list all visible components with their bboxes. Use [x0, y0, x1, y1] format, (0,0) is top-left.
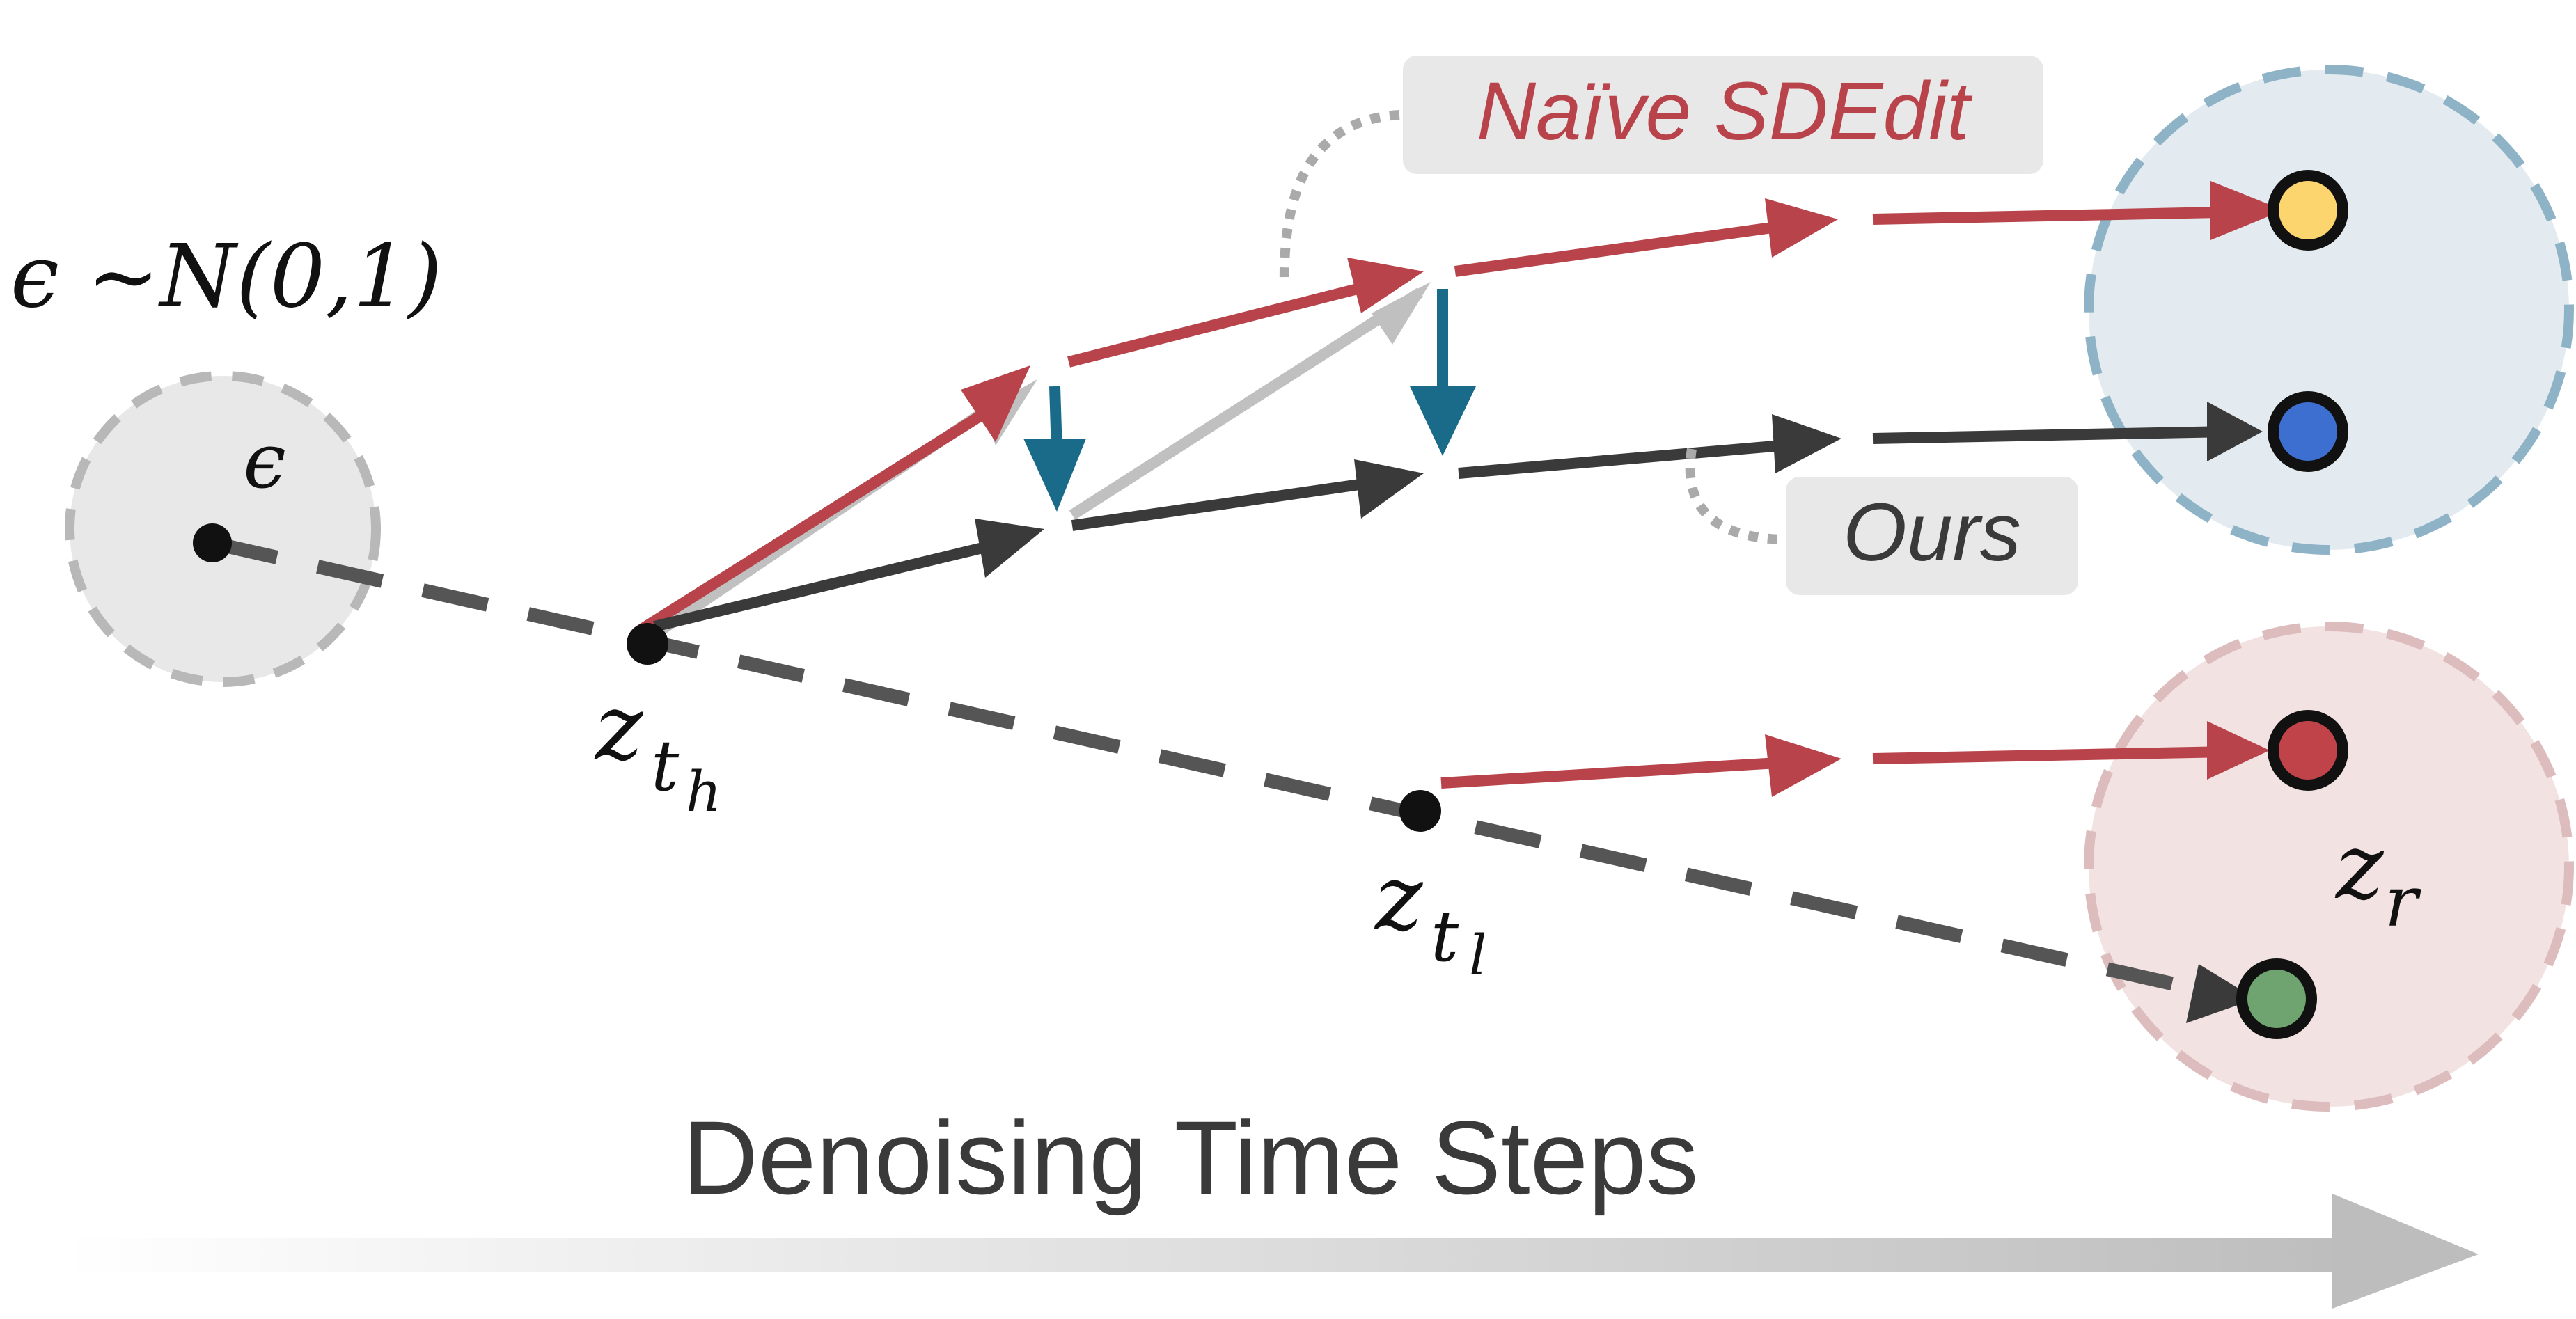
epsilon-label: ϵ — [243, 416, 286, 505]
ours-label: Ours — [1843, 487, 2021, 578]
red-path-segment-4 — [1872, 207, 2222, 225]
svg-text:z: z — [2334, 814, 2385, 919]
epsilon-point — [193, 523, 232, 562]
axis-title: Denoising Time Steps — [682, 1099, 1698, 1216]
time-axis-bar — [63, 1238, 2374, 1272]
gray-path-segment-2 — [1069, 287, 1424, 520]
z-r-label: z r — [2334, 814, 2421, 942]
naive-result-point — [2268, 170, 2348, 251]
red-path-arrowhead-2 — [1347, 258, 1424, 313]
main-trajectory-arrowhead — [2186, 964, 2256, 1023]
svg-text:l: l — [1469, 923, 1487, 988]
time-axis-arrowhead — [2332, 1194, 2479, 1309]
correction-arrow-1-head — [1023, 439, 1086, 512]
svg-text:h: h — [686, 759, 722, 824]
red-path-segment-2 — [1067, 283, 1359, 368]
ours-callout-connector — [1685, 448, 1783, 544]
naive-callout-connector — [1279, 110, 1400, 286]
dark-path-segment-4 — [1872, 426, 2229, 444]
reference-latent-point — [2236, 958, 2317, 1039]
dark-path-segment-1 — [653, 541, 990, 632]
dark-path-arrowhead-3 — [1772, 414, 1841, 473]
edited-region — [2084, 65, 2574, 555]
dark-path-segment-2 — [1071, 478, 1366, 531]
reference-sdedit-point — [2268, 710, 2348, 791]
naive-callout-box — [1403, 56, 2043, 174]
red-path-segment-3 — [1454, 221, 1784, 277]
dark-path-arrowhead-1 — [975, 519, 1044, 578]
reference-path-segment-1 — [1440, 757, 1790, 789]
correction-arrow-2-head — [1410, 386, 1476, 456]
svg-text:z: z — [594, 674, 644, 780]
reference-path-segment-2 — [1872, 746, 2229, 764]
red-path-segment-1 — [637, 406, 992, 635]
z-tl-point — [1399, 790, 1441, 832]
ours-callout-box — [1786, 477, 2078, 595]
z-th-point — [627, 623, 668, 665]
red-path-arrowhead-1 — [961, 365, 1030, 442]
svg-text:r: r — [2385, 861, 2421, 942]
naive-sdedit-label: Naïve SDEdit — [1477, 65, 1973, 157]
ours-result-point — [2268, 391, 2348, 472]
z-tl-label: z t l — [1374, 845, 1487, 988]
noise-distribution-label: ϵ ∼N(0,1) — [10, 226, 442, 327]
svg-text:z: z — [1374, 845, 1424, 951]
svg-text:t: t — [1431, 896, 1459, 977]
z-th-label: z t h — [594, 674, 722, 824]
red-path-arrowhead-3 — [1765, 198, 1838, 258]
red-path-arrowhead-4 — [2210, 181, 2284, 240]
reference-path-arrowhead-2 — [2207, 721, 2270, 780]
reference-region — [2084, 622, 2574, 1112]
main-trajectory-dashed — [210, 536, 2195, 995]
reference-path-arrowhead-1 — [1765, 734, 1841, 797]
dark-path-arrowhead-2 — [1354, 459, 1424, 519]
dark-path-segment-3 — [1458, 440, 1783, 479]
gray-path-arrowhead-2 — [1372, 282, 1431, 345]
svg-text:t: t — [651, 725, 680, 807]
dark-path-arrowhead-4 — [2207, 402, 2263, 461]
